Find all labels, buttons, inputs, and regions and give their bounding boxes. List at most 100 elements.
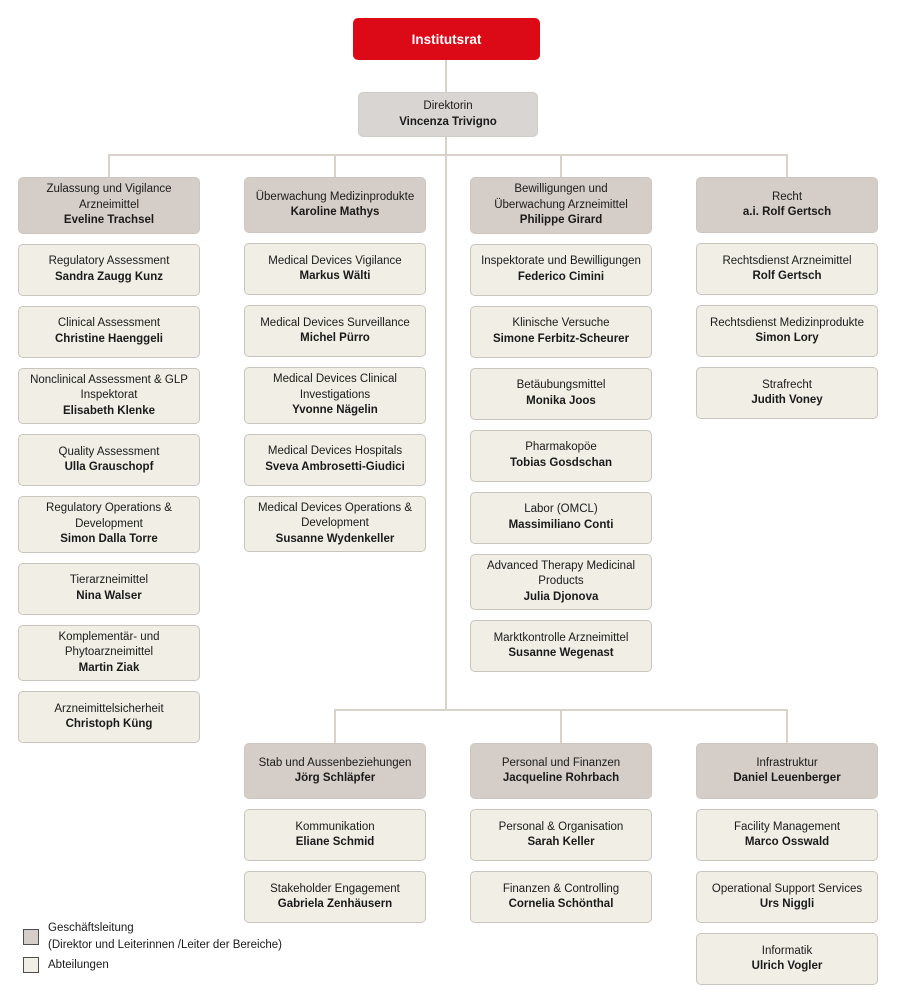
unit-title: Zulassung und Vigilance Arzneimittel bbox=[46, 183, 172, 211]
unit-title: Finanzen & Controlling bbox=[502, 882, 620, 895]
unit-head-name: Simon Dalla Torre bbox=[60, 533, 158, 545]
unit-title: Kommunikation bbox=[295, 820, 375, 833]
unit-head-name: Markus Wälti bbox=[299, 270, 371, 282]
unit-title: Überwachung Medizinprodukte bbox=[255, 190, 415, 203]
legend-management-label-line1: Geschäftsleitung bbox=[48, 922, 134, 934]
top-column-3: Bewilligungen und Überwachung Arzneimitt… bbox=[470, 177, 652, 672]
connector-bottom-drop-2 bbox=[560, 709, 562, 743]
institutsrat-box: Institutsrat bbox=[353, 18, 540, 60]
unit-title: Regulatory Assessment bbox=[48, 255, 170, 267]
unit-head-name: Christine Haenggeli bbox=[55, 332, 163, 345]
direktorin-name: Vincenza Trivigno bbox=[399, 115, 497, 128]
connector-top-drop-4 bbox=[786, 154, 788, 177]
unit-head-name: Susanne Wegenast bbox=[508, 647, 614, 659]
unit-title: Personal & Organisation bbox=[498, 820, 624, 833]
unit-title: Advanced Therapy Medicinal Products bbox=[486, 559, 636, 588]
department-box: Nonclinical Assessment & GLP Inspektorat… bbox=[18, 367, 200, 424]
legend-departments-swatch bbox=[23, 957, 39, 973]
unit-title: Rechtsdienst Medizinprodukte bbox=[709, 316, 865, 329]
connector-top-horizontal bbox=[108, 154, 788, 156]
legend-management-swatch bbox=[23, 929, 39, 945]
unit-head-name: Ulla Grauschopf bbox=[64, 461, 154, 473]
unit-title: Marktkontrolle Arzneimittel bbox=[493, 631, 629, 644]
unit-title: Facility Management bbox=[733, 820, 841, 833]
unit-title: Recht bbox=[771, 190, 803, 203]
unit-title: Clinical Assessment bbox=[57, 317, 161, 329]
unit-head-name: Michel Pürro bbox=[300, 332, 370, 344]
unit-title: Infrastruktur bbox=[756, 756, 818, 769]
unit-title: Pharmakopöe bbox=[525, 441, 597, 453]
unit-head-name: Susanne Wydenkeller bbox=[275, 532, 395, 545]
connector-bottom-drop-3 bbox=[786, 709, 788, 743]
unit-head-name: Yvonne Nägelin bbox=[292, 404, 378, 416]
unit-title: Tierarzneimittel bbox=[69, 574, 149, 586]
unit-head-name: Ulrich Vogler bbox=[751, 960, 823, 972]
unit-title: Strafrecht bbox=[762, 378, 812, 391]
unit-head-name: Monika Joos bbox=[526, 394, 596, 407]
branch-head-box: Recht a.i. Rolf Gertsch bbox=[696, 177, 878, 233]
unit-head-name: Urs Niggli bbox=[759, 898, 815, 910]
unit-head-name: Nina Walser bbox=[76, 589, 142, 602]
connector-top-drop-1 bbox=[108, 154, 110, 177]
unit-head-name: Daniel Leuenberger bbox=[733, 772, 841, 784]
unit-head-name: Eliane Schmid bbox=[295, 836, 375, 848]
unit-title: Informatik bbox=[761, 944, 813, 957]
department-box: Medical Devices Operations & Development… bbox=[244, 495, 426, 552]
unit-head-name: Elisabeth Klenke bbox=[62, 404, 156, 417]
unit-title: Stab und Aussenbeziehungen bbox=[258, 756, 412, 769]
unit-head-name: Christoph Küng bbox=[65, 718, 153, 730]
unit-title: Inspektorate und Bewilligungen bbox=[481, 255, 641, 267]
unit-title: Medical Devices Hospitals bbox=[267, 445, 403, 457]
unit-head-name: Judith Voney bbox=[751, 394, 823, 406]
unit-title: Betäubungsmittel bbox=[516, 379, 606, 391]
unit-title: Medical Devices Vigilance bbox=[268, 254, 402, 267]
unit-title: Medical Devices Operations & Development bbox=[257, 501, 413, 530]
unit-title: Stakeholder Engagement bbox=[270, 882, 400, 895]
unit-head-name: Julia Djonova bbox=[523, 590, 599, 603]
unit-title: Operational Support Services bbox=[711, 882, 863, 895]
unit-head-name: Martin Ziak bbox=[78, 661, 140, 674]
unit-head-name: Tobias Gosdschan bbox=[509, 456, 613, 469]
unit-head-name: Massimiliano Conti bbox=[508, 518, 614, 531]
unit-title: Regulatory Operations & Development bbox=[46, 502, 172, 530]
unit-head-name: Sandra Zaugg Kunz bbox=[55, 270, 163, 283]
department-box: Labor (OMCL)Massimiliano Conti bbox=[470, 491, 652, 544]
unit-head-name: Gabriela Zenhäusern bbox=[277, 898, 393, 910]
connector-root-director bbox=[445, 60, 447, 92]
unit-title: Arzneimittelsicherheit bbox=[54, 702, 164, 715]
unit-head-name: a.i. Rolf Gertsch bbox=[742, 206, 832, 218]
legend-departments-label: Abteilungen bbox=[48, 959, 109, 971]
unit-head-name: Rolf Gertsch bbox=[752, 270, 822, 282]
unit-head-name: Simone Ferbitz-Scheurer bbox=[492, 332, 630, 345]
unit-head-name: Jacqueline Rohrbach bbox=[502, 772, 620, 784]
unit-head-name: Karoline Mathys bbox=[290, 206, 380, 218]
connector-bottom-drop-1 bbox=[334, 709, 336, 743]
